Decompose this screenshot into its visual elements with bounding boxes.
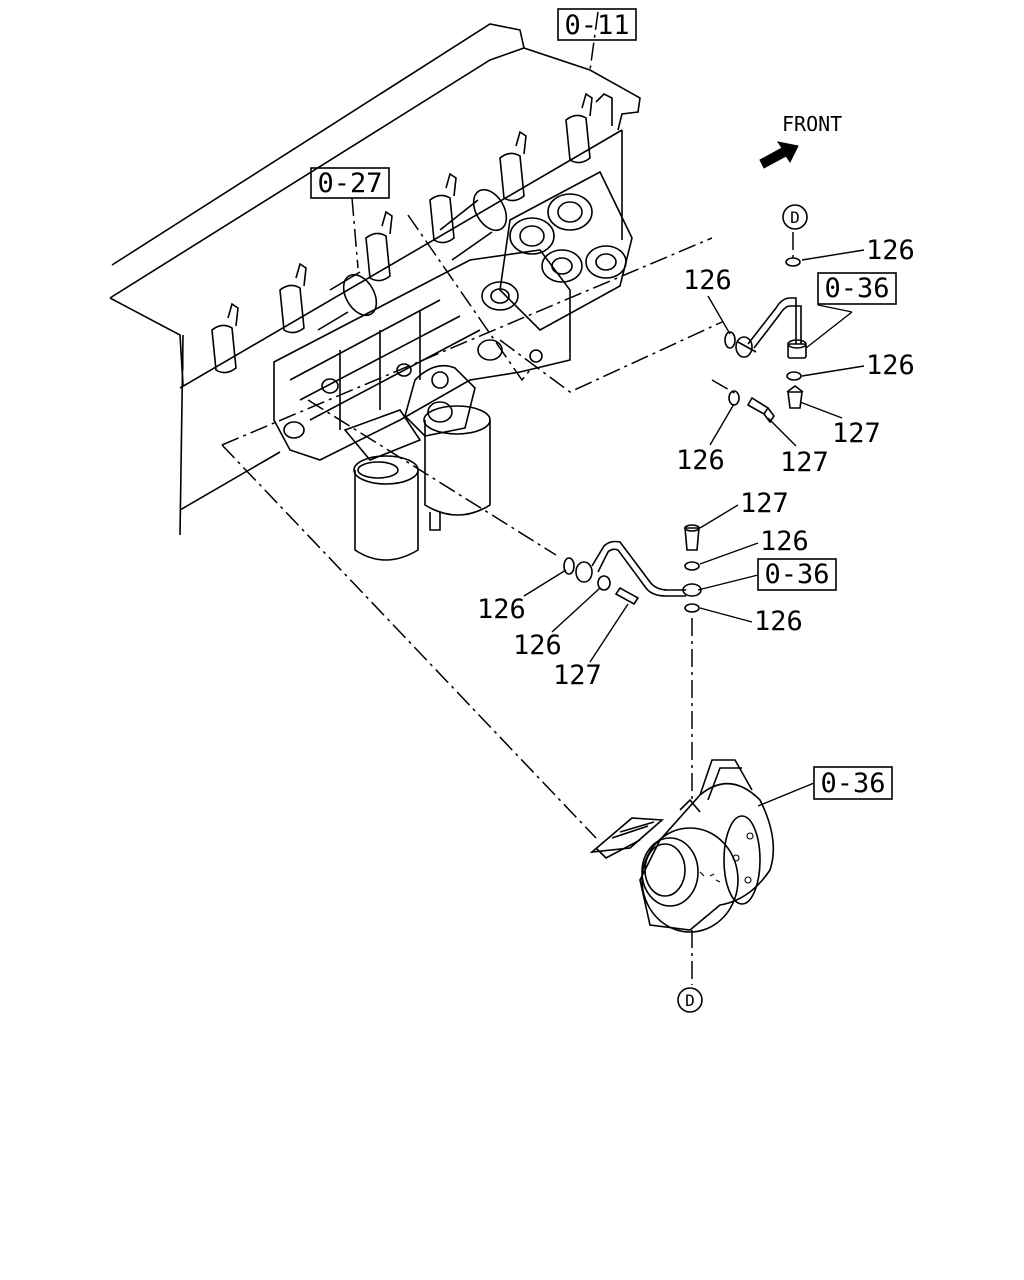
ref-box-intake-cover[interactable]: 0-27 — [310, 167, 390, 199]
connector-marker-top: D — [782, 204, 808, 230]
callout-126-left-lower-washer: 126 — [477, 594, 526, 625]
ref-intake-cover-text: 0-27 — [317, 168, 382, 199]
callout-126-left-washer: 126 — [683, 265, 732, 296]
front-arrow-icon — [759, 141, 799, 169]
callout-127-top-bolt: 127 — [740, 488, 789, 519]
routing-lines — [221, 11, 794, 985]
callout-126-lower-washer: 126 — [866, 350, 915, 381]
ref-turbocharger-text: 0-36 — [820, 768, 885, 799]
callout-126-eye-washer: 126 — [513, 630, 562, 661]
ref-box-oil-pipe-upper[interactable]: 0-36 — [805, 272, 897, 349]
callout-126-bottom-washer-lower: 126 — [754, 606, 803, 637]
callout-126-upper-washer-lower: 126 — [760, 526, 809, 557]
front-label: FRONT — [782, 112, 842, 136]
connector-marker-bottom-label: D — [685, 991, 695, 1010]
ref-oil-pipe-upper-text: 0-36 — [824, 273, 889, 304]
ref-oil-pipe-lower-text: 0-36 — [764, 559, 829, 590]
turbocharger-drawing — [589, 759, 775, 933]
callouts: 126 126 126 127 126 127 127 126 126 126 … — [477, 235, 915, 691]
ref-box-cylinder-head[interactable]: 0-11 — [557, 8, 637, 41]
connector-marker-bottom: D — [677, 987, 703, 1013]
connector-marker-top-label: D — [790, 208, 800, 227]
ref-box-oil-pipe-lower[interactable]: 0-36 — [697, 558, 837, 591]
ref-box-turbocharger[interactable]: 0-36 — [757, 766, 893, 807]
callout-127-lower-bolt: 127 — [553, 660, 602, 691]
front-direction-indicator: FRONT — [759, 112, 842, 169]
upper-oil-pipe-assembly — [724, 257, 807, 424]
engine-block-drawing — [109, 23, 641, 561]
callout-126-top-washer: 126 — [866, 235, 915, 266]
lower-oil-pipe-assembly — [563, 524, 702, 613]
callout-127-right-bolt: 127 — [832, 418, 881, 449]
callout-126-mid-washer: 126 — [676, 445, 725, 476]
callout-127-mid-bolt: 127 — [780, 447, 829, 478]
ref-cylinder-head-text: 0-11 — [564, 10, 629, 41]
